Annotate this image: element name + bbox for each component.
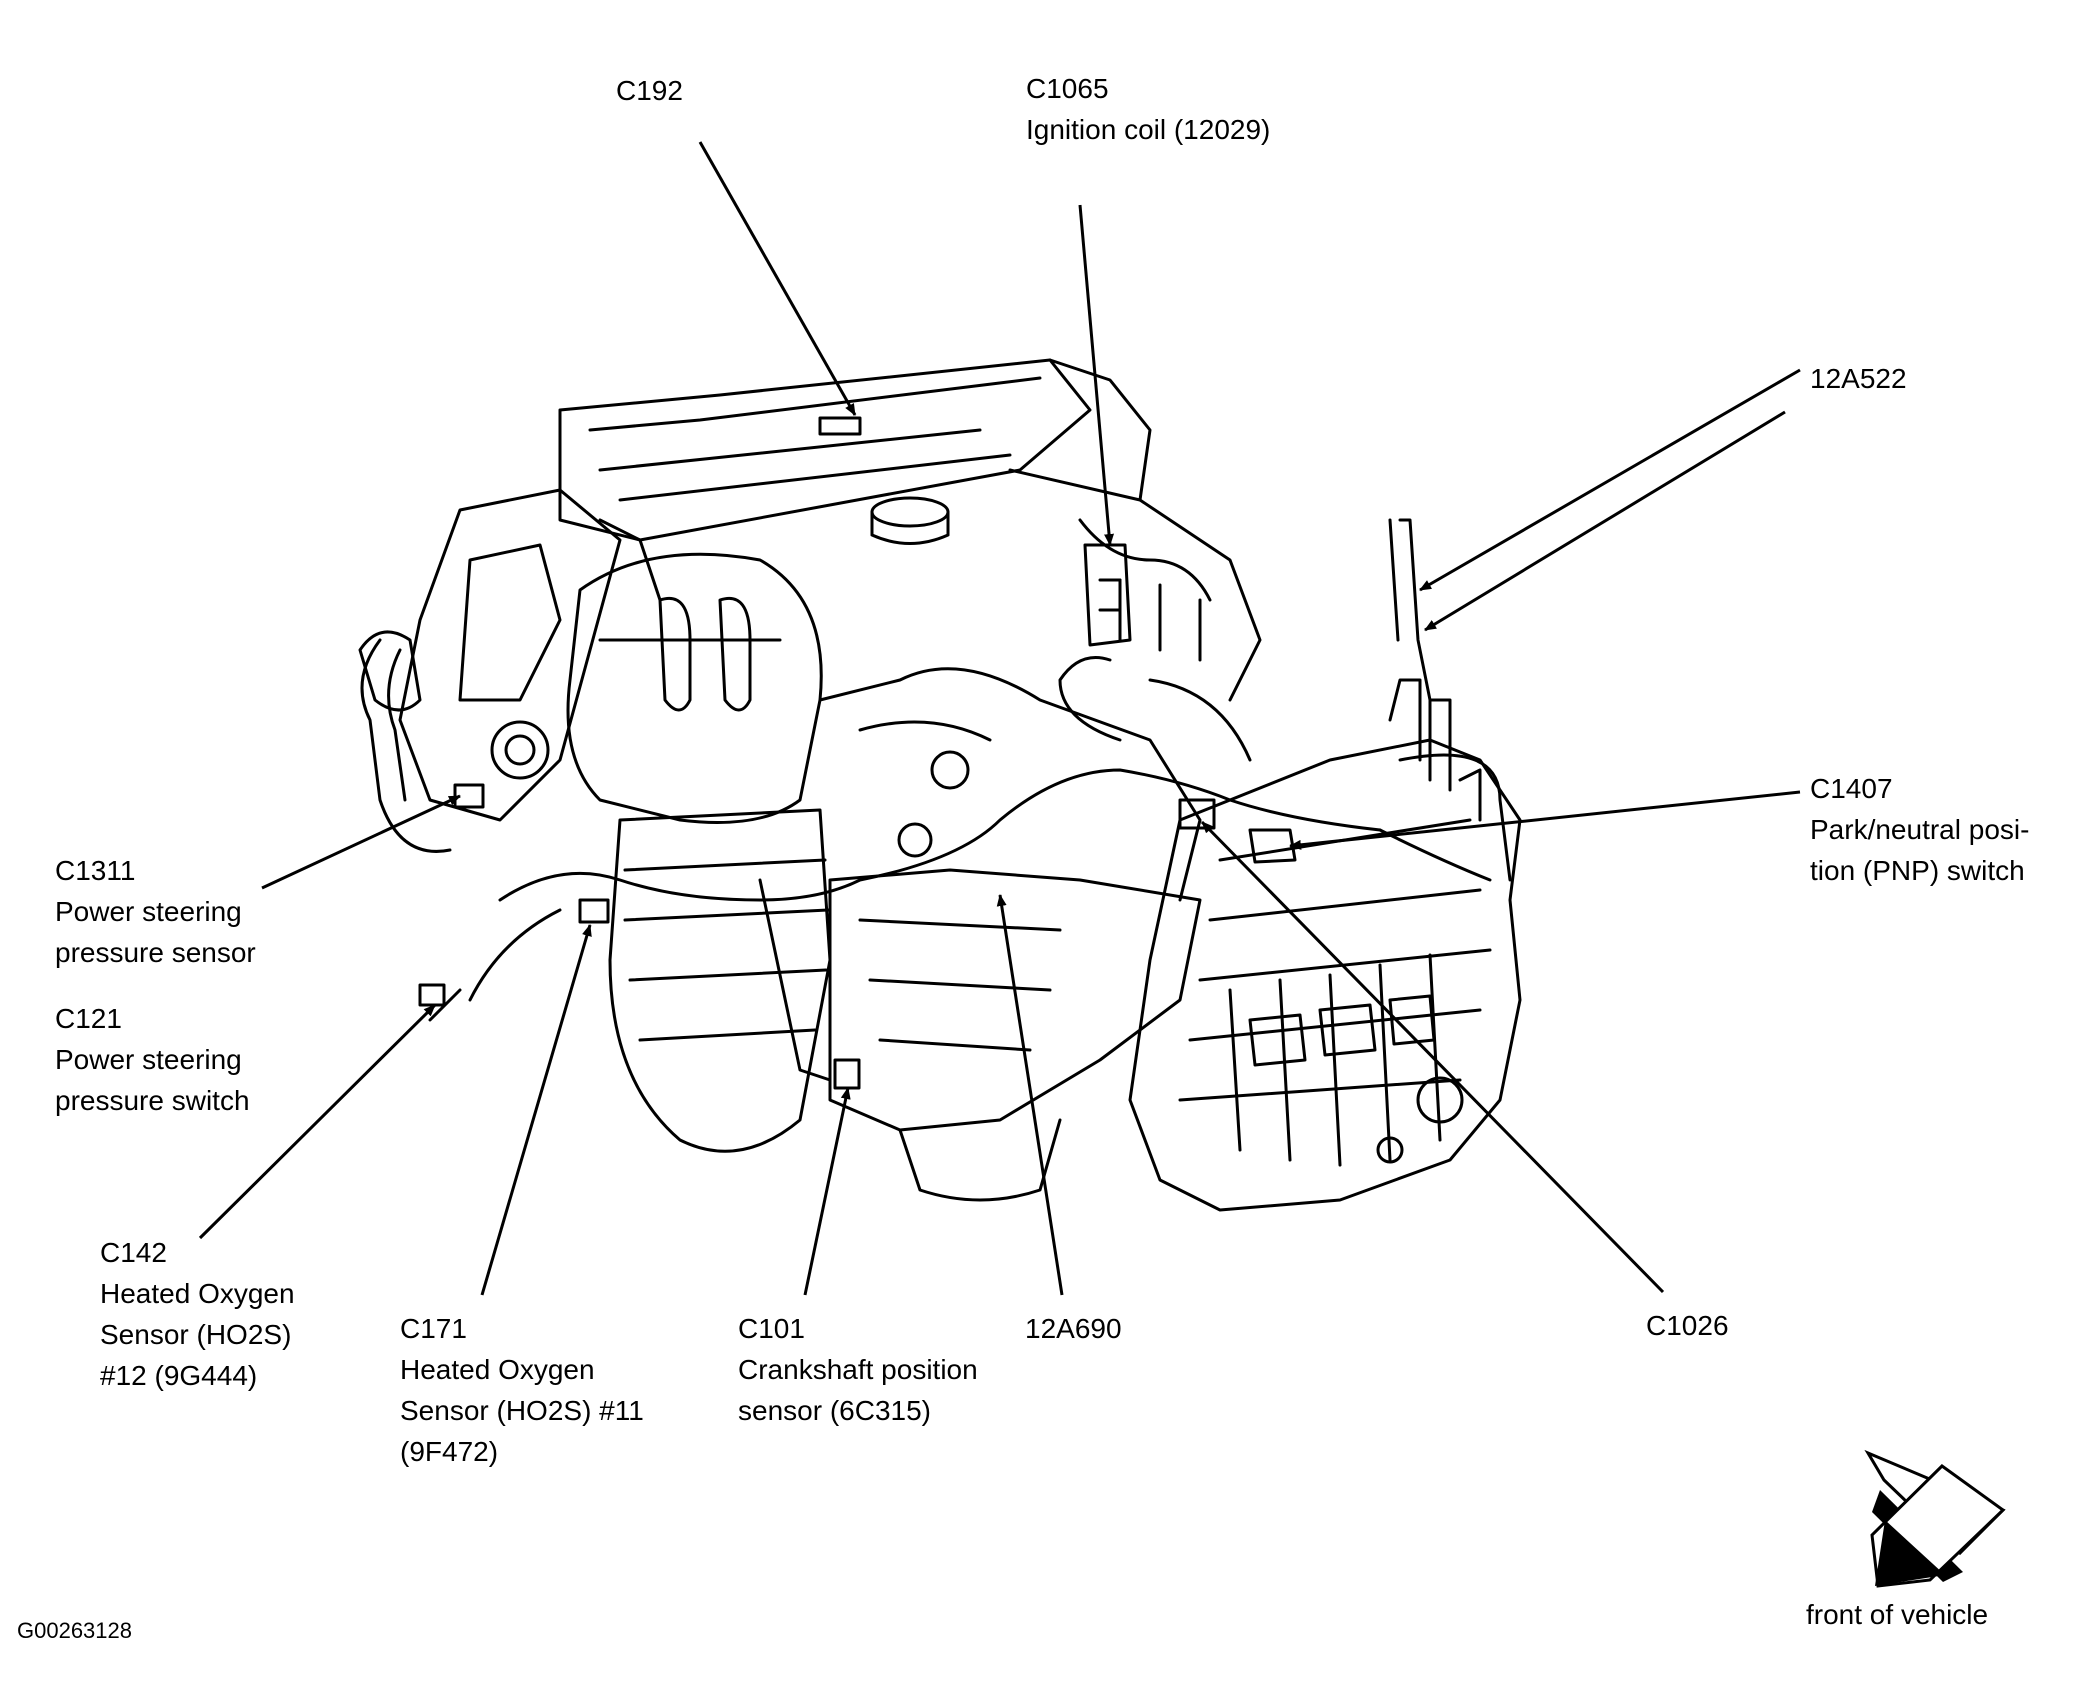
figure-id: G00263128 (17, 1618, 132, 1643)
callout-c1311-code: C1311 (55, 855, 136, 886)
leader-c1407 (1289, 790, 1801, 850)
leader-12a522-b (1424, 410, 1786, 632)
leader-12a522-a (1419, 368, 1801, 592)
callout-c1065-code: C1065 (1026, 73, 1109, 104)
callout-12a522-code: 12A522 (1810, 363, 1907, 394)
leader-c192 (698, 141, 857, 416)
valve-cover (558, 358, 1092, 542)
leader-12a690 (996, 894, 1064, 1296)
callout-c121-code: C121 (55, 1003, 122, 1034)
callout-c1407: C1407 Park/neutral posi- tion (PNP) swit… (1810, 768, 2029, 891)
leader-lines (198, 141, 1801, 1296)
front-of-vehicle-label: front of vehicle (1806, 1594, 1988, 1635)
callout-c101-code: C101 (738, 1313, 805, 1344)
connector-c192 (818, 416, 862, 436)
callout-c101-line2: sensor (6C315) (738, 1395, 931, 1426)
callout-c1407-code: C1407 (1810, 773, 1893, 804)
callout-c1407-line2: tion (PNP) switch (1810, 855, 2025, 886)
callout-c171-line2: Sensor (HO2S) #11 (400, 1395, 644, 1426)
front-of-vehicle-arrow-icon (1864, 1449, 2006, 1588)
callout-c142-line1: Heated Oxygen (100, 1278, 295, 1309)
oil-filler-cap (870, 496, 950, 528)
callout-c121-line2: pressure switch (55, 1085, 250, 1116)
callout-c171-line1: Heated Oxygen (400, 1354, 595, 1385)
leader-c1311 (261, 794, 461, 890)
callout-c1065: C1065 Ignition coil (12029) (1026, 68, 1270, 150)
callout-c1065-desc: Ignition coil (12029) (1026, 114, 1271, 145)
callout-c1026: C1026 (1646, 1305, 1729, 1346)
ignition-coil (1083, 543, 1132, 647)
callout-c142-line3: #12 (9G444) (100, 1360, 258, 1391)
timing-cover (398, 488, 622, 822)
leader-c1026 (1200, 820, 1665, 1294)
connector-c1026 (1178, 798, 1216, 830)
pnp-switch (1248, 828, 1297, 864)
callout-c142-line2: Sensor (HO2S) (100, 1319, 292, 1350)
callout-12a522: 12A522 (1810, 358, 1907, 399)
transaxle-housing (1128, 738, 1522, 1212)
callout-c142: C142 Heated Oxygen Sensor (HO2S) #12 (9G… (100, 1232, 295, 1396)
callout-c101: C101 Crankshaft position sensor (6C315) (738, 1308, 978, 1431)
engine-illustration (358, 358, 1522, 1212)
callout-12a690: 12A690 (1025, 1308, 1122, 1349)
leader-c142 (198, 1003, 437, 1240)
callout-c121-line1: Power steering (55, 1044, 242, 1075)
callout-c1407-line1: Park/neutral posi- (1810, 814, 2030, 845)
callout-c1311-line1: Power steering (55, 896, 242, 927)
callout-12a690-code: 12A690 (1025, 1313, 1122, 1344)
leader-c101 (803, 1087, 851, 1296)
callout-c121: C121 Power steering pressure switch (55, 998, 250, 1121)
callout-c171-code: C171 (400, 1313, 467, 1344)
callout-c192: C192 (616, 70, 683, 111)
callout-c101-line1: Crankshaft position (738, 1354, 978, 1385)
callout-c171: C171 Heated Oxygen Sensor (HO2S) #11 (9F… (400, 1308, 644, 1472)
catalytic-converter (608, 808, 832, 1153)
callout-c1311-line2: pressure sensor (55, 937, 256, 968)
leader-c1065 (1078, 204, 1115, 546)
connector-c142 (418, 983, 446, 1007)
callout-c171-line3: (9F472) (400, 1436, 499, 1467)
connector-c101 (833, 1058, 861, 1090)
leader-c171 (480, 924, 592, 1296)
callout-c1311: C1311 Power steering pressure sensor (55, 850, 256, 973)
wiring-harness (498, 768, 1382, 902)
front-of-vehicle-text: front of vehicle (1806, 1599, 1989, 1630)
callout-c142-code: C142 (100, 1237, 167, 1268)
connector-c171 (578, 898, 610, 924)
callout-c192-code: C192 (616, 75, 683, 106)
callout-c1026-code: C1026 (1646, 1310, 1729, 1341)
